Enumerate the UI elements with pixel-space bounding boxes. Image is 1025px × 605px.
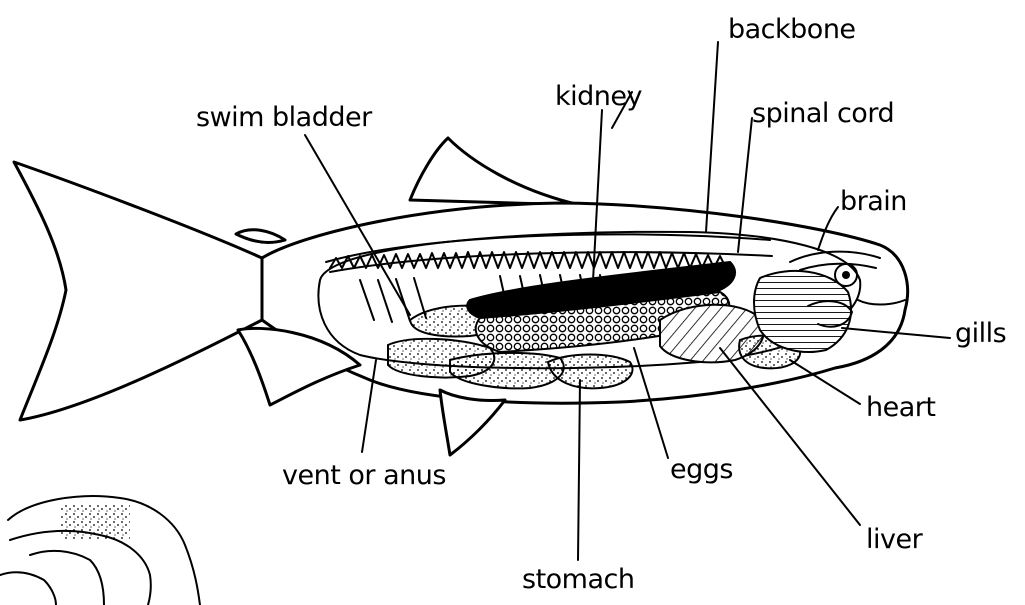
label-gills: gills bbox=[955, 318, 1006, 349]
label-eggs: eggs bbox=[670, 454, 733, 485]
label-stomach: stomach bbox=[522, 564, 634, 595]
gills bbox=[754, 271, 851, 352]
partial-fish-sketch bbox=[0, 496, 200, 605]
label-swim-bladder: swim bladder bbox=[196, 102, 373, 133]
label-vent-or-anus: vent or anus bbox=[282, 460, 446, 491]
anal-fin bbox=[440, 390, 505, 455]
tail-fin bbox=[14, 162, 262, 420]
label-liver: liver bbox=[866, 524, 924, 555]
dorsal-fin bbox=[410, 138, 580, 205]
label-backbone: backbone bbox=[728, 14, 856, 45]
adipose-fin bbox=[236, 230, 285, 243]
eye-pupil bbox=[842, 271, 850, 279]
label-spinal-cord: spinal cord bbox=[752, 98, 894, 129]
label-kidney: kidney bbox=[555, 81, 642, 112]
label-heart: heart bbox=[866, 392, 935, 423]
label-brain: brain bbox=[840, 186, 907, 217]
